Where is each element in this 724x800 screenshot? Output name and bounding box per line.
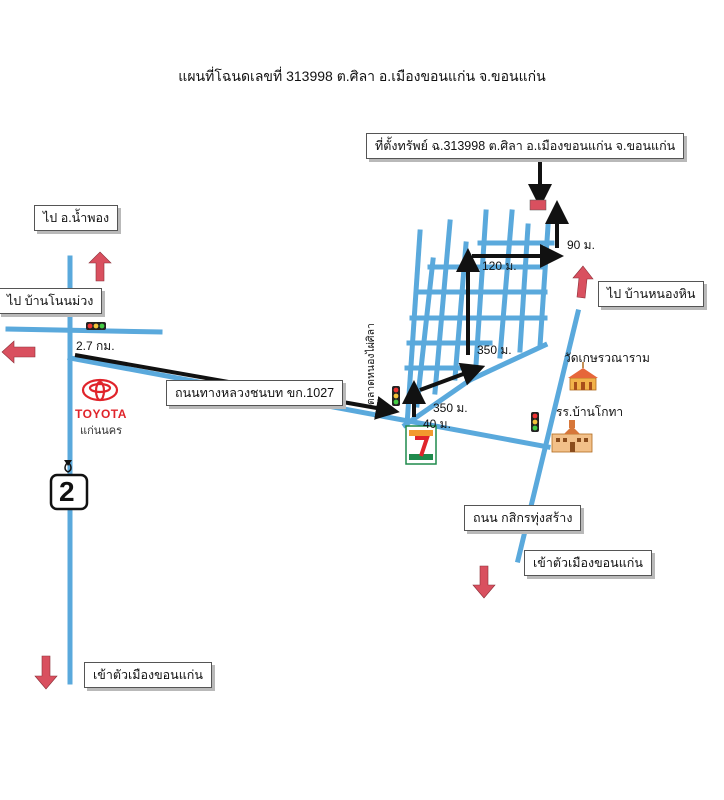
label-highway-1027: ถนนทางหลวงชนบท ขก.1027 [166, 380, 344, 406]
label-road-kasikorn: ถนน กสิกรทุ่งสร้าง [464, 505, 582, 531]
road-network [5, 209, 582, 685]
property-marker [529, 199, 547, 211]
toyota-logo-icon [81, 378, 119, 402]
arrow-up-nong-hin [572, 265, 594, 299]
traffic-light-icon [86, 322, 106, 330]
label-to-ban-nong-hin: ไป บ้านหนองหิน [598, 281, 705, 307]
toyota-branch: แก่นนคร [80, 425, 123, 437]
arrow-down-city-right [472, 565, 496, 599]
distance-120m: 120 ม. [482, 259, 517, 273]
road-to-ban-non-muang [5, 326, 163, 335]
label-to-nam-phong: ไป อ.น้ำพอง [34, 205, 119, 231]
toyota-brand: TOYOTA [75, 407, 127, 421]
label-to-city-right: เข้าตัวเมืองขอนแก่น [524, 550, 652, 576]
traffic-light-icon [531, 412, 539, 432]
school-icon [551, 420, 593, 453]
distance-350m-upper: 350 ม. [477, 343, 512, 357]
arrow-left-non-muang [1, 340, 36, 364]
distance-40m: 40 ม. [423, 417, 451, 431]
label-to-city-left: เข้าตัวเมืองขอนแก่น [84, 662, 212, 688]
temple-icon [568, 362, 598, 391]
route-arrows [74, 158, 569, 420]
label-market: ตลาดหนองไผ่ศิลา [365, 323, 377, 405]
map-title: แผนที่โฉนดเลขที่ 313998 ต.ศิลา อ.เมืองขอ… [178, 68, 546, 84]
seven-eleven-icon [405, 425, 437, 465]
highway-shield-icon [49, 460, 89, 511]
route-arrow-350m [419, 362, 486, 392]
property-location-box: ที่ตั้งทรัพย์ ฉ.313998 ต.ศิลา อ.เมืองขอน… [366, 133, 685, 159]
label-temple: วัดเกษรวณาราม [564, 351, 650, 365]
distance-2-7km: 2.7 กม. [76, 339, 115, 353]
arrow-up-nam-phong [88, 251, 112, 282]
arrow-down-city-left [34, 655, 58, 690]
label-school: รร.บ้านโกทา [556, 405, 624, 419]
distance-350m-lower: 350 ม. [433, 401, 468, 415]
market-soi [401, 376, 474, 429]
label-to-ban-non-muang: ไป บ้านโนนม่วง [0, 288, 103, 314]
direction-arrows [1, 251, 594, 690]
highway-number: 2 [59, 476, 75, 507]
traffic-light-icon [392, 386, 400, 406]
distance-90m: 90 ม. [567, 238, 595, 252]
